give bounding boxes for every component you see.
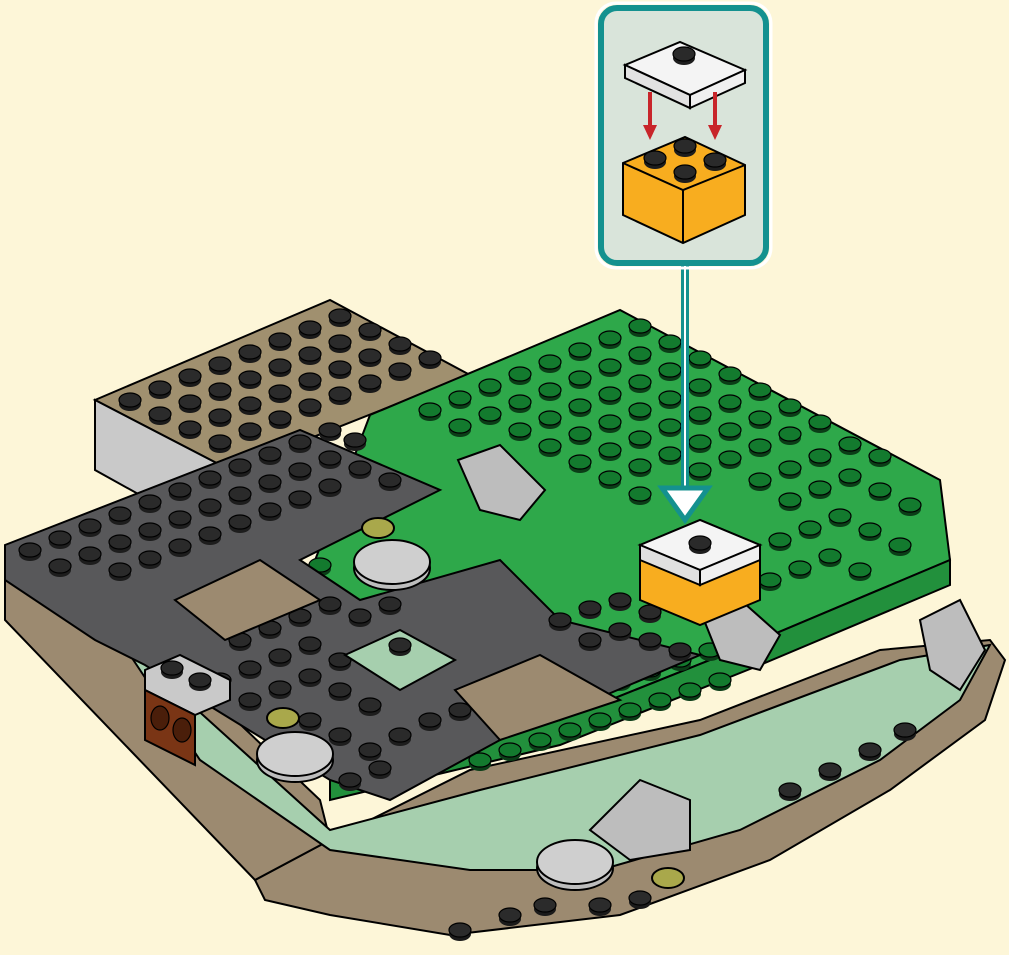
round-tile-1 — [354, 540, 430, 590]
olive-stud-1 — [362, 518, 394, 538]
round-tile-3 — [537, 840, 613, 890]
olive-stud-2 — [267, 708, 299, 728]
olive-stud-3 — [652, 868, 684, 888]
round-tile-2 — [257, 732, 333, 782]
model-base — [5, 300, 1005, 941]
callout-box — [596, 3, 771, 268]
